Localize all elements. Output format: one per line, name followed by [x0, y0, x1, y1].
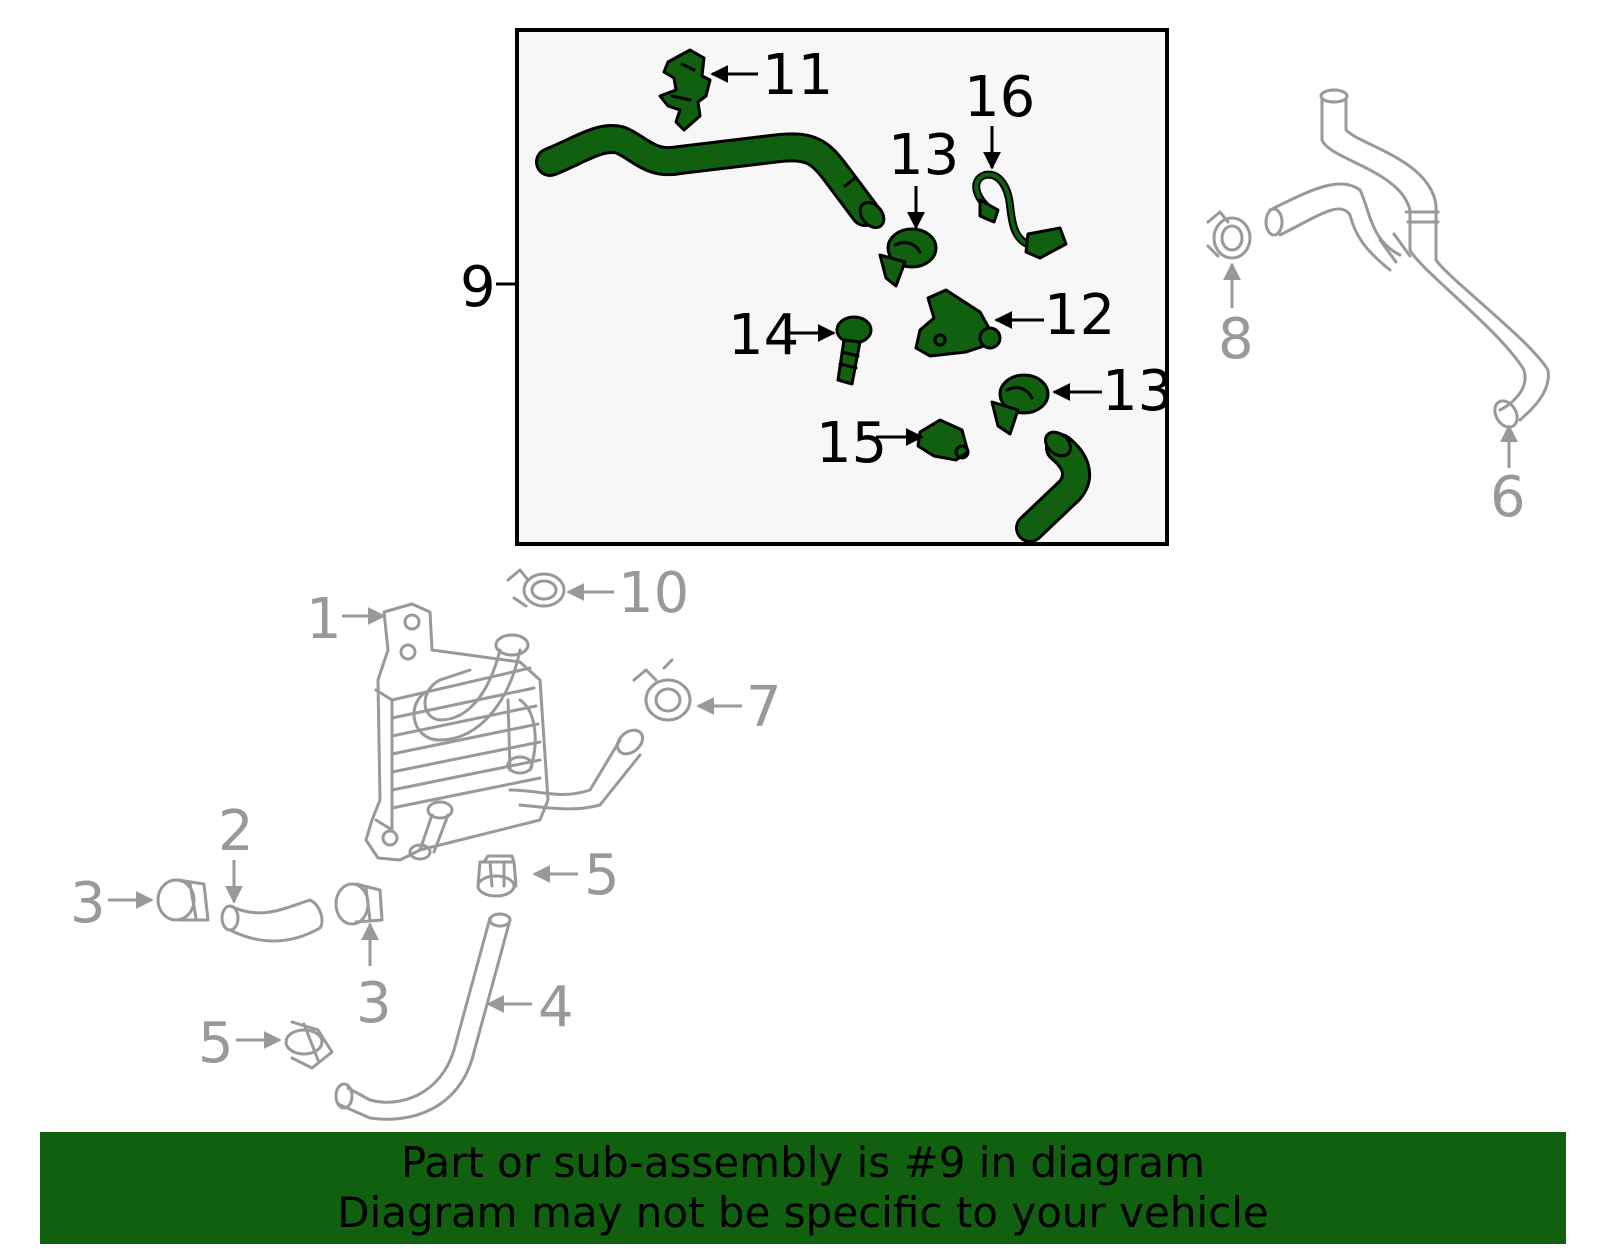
part-14-bolt[interactable]: [835, 315, 873, 386]
callout-2: 2: [218, 799, 254, 864]
callout-13-upper: 13: [888, 123, 959, 188]
part-4-hose[interactable]: [334, 912, 512, 1121]
part-2-hose[interactable]: [220, 898, 324, 943]
callout-9: 9: [460, 255, 496, 320]
callout-1: 1: [306, 587, 342, 652]
part-13-clamp-lower[interactable]: [990, 373, 1050, 436]
part-9-hose[interactable]: [535, 124, 889, 232]
part-9-short-hose[interactable]: [1015, 427, 1092, 543]
callout-5-lower: 5: [198, 1011, 234, 1076]
part-1-oil-cooler[interactable]: [364, 602, 647, 862]
callout-10: 10: [618, 561, 689, 626]
part-13-clamp-upper[interactable]: [878, 227, 938, 288]
part-16-sensor[interactable]: [972, 170, 1068, 260]
part-8-clamp[interactable]: [1206, 210, 1252, 260]
part-3-clamp-center[interactable]: [334, 882, 384, 926]
info-banner: Part or sub-assembly is #9 in diagram Di…: [40, 1132, 1566, 1244]
callout-5-upper: 5: [584, 843, 620, 908]
part-3-clamp-left[interactable]: [156, 878, 210, 922]
callout-13-lower: 13: [1102, 359, 1173, 424]
callout-3-left: 3: [70, 871, 106, 936]
part-11-bracket[interactable]: [658, 48, 712, 132]
part-15-sensor[interactable]: [916, 418, 970, 462]
callout-3-center: 3: [356, 971, 392, 1036]
part-12-sensor[interactable]: [914, 288, 1002, 358]
callout-11: 11: [762, 43, 833, 108]
banner-line-2: Diagram may not be specific to your vehi…: [337, 1188, 1269, 1237]
banner-line-1: Part or sub-assembly is #9 in diagram: [400, 1138, 1206, 1187]
callout-16: 16: [964, 65, 1035, 130]
part-5-clamp-upper[interactable]: [476, 854, 518, 898]
part-5-clamp-lower[interactable]: [284, 1020, 334, 1070]
part-10-clamp[interactable]: [506, 568, 566, 608]
part-7-clamp[interactable]: [632, 658, 692, 722]
callout-14: 14: [728, 303, 799, 368]
callout-8: 8: [1218, 307, 1254, 372]
part-6-hose[interactable]: [1264, 88, 1550, 431]
callout-6: 6: [1490, 465, 1526, 530]
callout-4: 4: [538, 975, 574, 1040]
callout-15: 15: [816, 411, 887, 476]
callout-12: 12: [1044, 283, 1115, 348]
callout-7: 7: [746, 675, 782, 740]
